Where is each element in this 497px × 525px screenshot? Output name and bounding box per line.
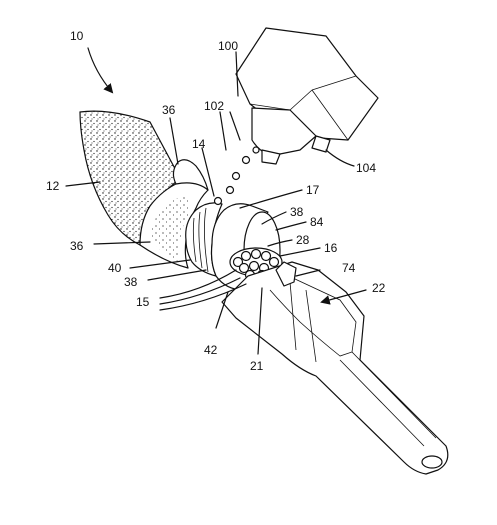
assembly-arrow: [87, 47, 114, 94]
label-15: 15: [136, 295, 150, 309]
contact-tab-74: [275, 261, 297, 287]
contact-body: [221, 261, 449, 475]
label-17: 17: [306, 183, 320, 197]
label-12: 12: [46, 179, 60, 193]
label-42: 42: [204, 343, 218, 357]
label-104: 104: [356, 161, 376, 175]
insulator-ridges: [192, 207, 209, 273]
label-14: 14: [192, 137, 206, 151]
shield-stipple: [150, 196, 191, 262]
solder-particles: [213, 146, 260, 206]
contact-cup-inner: [269, 271, 357, 357]
label-16: 16: [324, 241, 338, 255]
label-84: 84: [310, 215, 324, 229]
leader-lines: [65, 51, 367, 355]
label-22: 22: [372, 281, 386, 295]
label-36-top: 36: [162, 103, 176, 117]
label-40: 40: [108, 261, 122, 275]
label-100: 100: [218, 39, 238, 53]
label-28: 28: [296, 233, 310, 247]
shield-flap: [172, 159, 209, 191]
contact-slot: [289, 281, 317, 363]
label-36-left: 36: [70, 239, 84, 253]
label-21: 21: [250, 359, 264, 373]
label-102: 102: [204, 99, 224, 113]
label-38-top: 38: [290, 205, 304, 219]
contact-pin: [339, 351, 437, 447]
label-74: 74: [342, 261, 356, 275]
tool-tip: [261, 149, 281, 165]
label-10: 10: [70, 29, 84, 43]
tool-tip-104: [311, 135, 331, 153]
contact-pin-end: [421, 455, 443, 469]
reference-labels: 10 100 102 104 36 14 12 17 38 84 28 16 3…: [46, 29, 386, 373]
label-38-left: 38: [124, 275, 138, 289]
